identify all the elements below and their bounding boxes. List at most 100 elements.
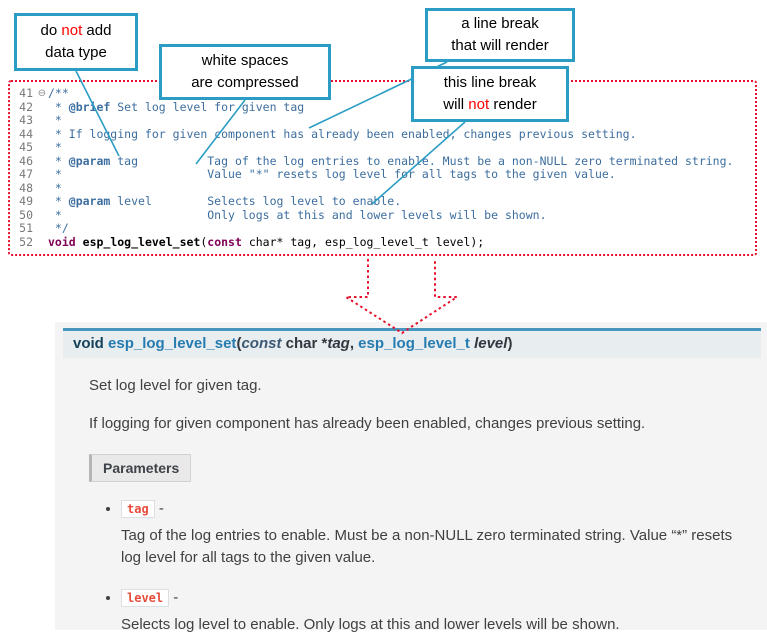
function-signature: void esp_log_level_set(const char *tag, … [63, 328, 761, 358]
code-text: * @brief Set log level for given tag [48, 100, 755, 115]
code-segment: esp_log_level_set [82, 234, 201, 249]
callout-line: do not add [41, 20, 112, 42]
fold-spacer [36, 195, 48, 209]
signature-segment: const [241, 335, 282, 352]
line-number: 47 [19, 167, 33, 181]
line-number: 44 [19, 126, 33, 141]
signature-segment: , [349, 335, 359, 352]
code-segment: /** [48, 86, 69, 100]
fold-spacer [36, 209, 48, 223]
code-line: 42 * @brief Set log level for given tag [10, 99, 755, 115]
fold-spacer [36, 222, 48, 236]
callout-emphasis: not [468, 96, 490, 113]
param-item: level - Selects log level to enable. Onl… [121, 587, 733, 636]
code-segment: */ [48, 221, 69, 235]
fold-spacer [36, 236, 48, 250]
code-text: * Only logs at this and lower levels wil… [48, 207, 755, 223]
param-name-literal: tag [121, 500, 155, 518]
callout-no-data-type: do not add data type [14, 13, 138, 71]
callout-text: data type [45, 44, 107, 61]
callout-emphasis: not [61, 22, 83, 39]
rendered-documentation: void esp_log_level_set(const char *tag, … [55, 322, 767, 633]
code-line: 51 */ [10, 221, 755, 236]
callout-text: that will render [451, 37, 549, 54]
param-separator: - [169, 589, 179, 606]
code-line: 45 * [10, 140, 755, 155]
fold-spacer [36, 128, 48, 142]
code-line: 43 * [10, 113, 755, 128]
code-text: void esp_log_level_set(const char* tag, … [48, 234, 755, 250]
code-segment: * [48, 180, 62, 195]
line-number: 42 [19, 99, 33, 114]
line-number: 51 [19, 221, 33, 235]
code-segment: tag Tag of the log entries to enable. Mu… [110, 153, 734, 168]
line-number: 43 [19, 113, 33, 127]
signature-segment: esp_log_level_set [108, 335, 237, 352]
callout-line: are compressed [191, 72, 299, 94]
line-number: 52 [19, 234, 33, 249]
signature-segment: esp_log_level_t [358, 335, 470, 352]
line-number: 48 [19, 180, 33, 195]
callout-line: will not render [443, 94, 536, 116]
parameters-heading: Parameters [89, 454, 192, 482]
signature-segment: ( [236, 335, 242, 352]
code-text: * @param level Selects log level to enab… [48, 194, 755, 209]
code-segment: * Value "*" resets log level for all tag… [48, 167, 616, 181]
signature-segment: void [73, 335, 104, 352]
code-line: 49 * @param level Selects log level to e… [10, 194, 755, 209]
code-line: 52 void esp_log_level_set(const char* tag… [10, 234, 755, 250]
callout-text: a line break [461, 15, 539, 32]
code-segment: * If logging for given component has alr… [48, 126, 637, 141]
line-number: 46 [19, 153, 33, 168]
code-text: /** [48, 86, 755, 101]
param-name-literal: level [121, 589, 170, 607]
fold-spacer [36, 182, 48, 196]
code-lines: 41⊖/**42 * @brief Set log level for give… [10, 86, 755, 250]
callout-line-break-renders: a line break that will render [425, 8, 575, 62]
callout-text: render [489, 96, 537, 113]
doc-body: Set log level for given tag. If logging … [55, 375, 767, 636]
code-line: 48 * [10, 180, 755, 196]
signature-segment: level [474, 335, 508, 352]
callout-line-break-not-render: this line break will not render [411, 66, 569, 122]
code-segment: * [48, 113, 62, 127]
description-paragraph: If logging for given component has alrea… [89, 415, 646, 432]
code-segment: level Selects log level to enable. [110, 194, 402, 208]
param-separator: - [154, 500, 164, 517]
code-line: 46 * @param tag Tag of the log entries t… [10, 153, 755, 169]
signature-segment: char [285, 335, 318, 352]
code-segment: * [48, 153, 69, 168]
fold-spacer [36, 155, 48, 169]
line-number: 45 [19, 140, 33, 154]
code-segment: @param [68, 153, 111, 168]
callout-line: data type [45, 42, 107, 64]
code-text: * If logging for given component has alr… [48, 126, 755, 142]
signature-segment: * [317, 335, 328, 352]
code-text: */ [48, 221, 755, 236]
code-text: * [48, 140, 755, 155]
code-segment: * [48, 194, 69, 208]
code-line: 50 * Only logs at this and lower levels … [10, 207, 755, 223]
fold-collapse-icon: ⊖ [37, 88, 47, 99]
code-segment: char* tag, esp_log_level_t level); [241, 234, 485, 249]
param-item: tag - Tag of the log entries to enable. … [121, 498, 733, 569]
callout-text: will [443, 96, 469, 113]
callout-text: this line break [443, 74, 537, 91]
fold-spacer [36, 101, 48, 115]
line-number: 41 [19, 86, 33, 100]
callout-line: this line break [444, 72, 537, 94]
code-segment: @param [68, 194, 111, 208]
code-segment: * Only logs at this and lower levels wil… [48, 207, 547, 222]
signature-text: void esp_log_level_set(const char *tag, … [73, 335, 512, 352]
fold-spacer [36, 168, 48, 182]
callout-text: white spaces [201, 52, 289, 69]
param-description: Selects log level to enable. Only logs a… [121, 616, 620, 633]
brief-paragraph: Set log level for given tag. [89, 377, 262, 394]
line-number: 50 [19, 207, 33, 222]
callout-line: a line break [461, 13, 539, 35]
source-code-editor: 41⊖/**42 * @brief Set log level for give… [8, 80, 757, 256]
code-line: 44 * If logging for given component has … [10, 126, 755, 142]
code-segment: ( [200, 234, 208, 249]
line-number: 49 [19, 194, 33, 208]
fold-spacer [36, 141, 48, 155]
